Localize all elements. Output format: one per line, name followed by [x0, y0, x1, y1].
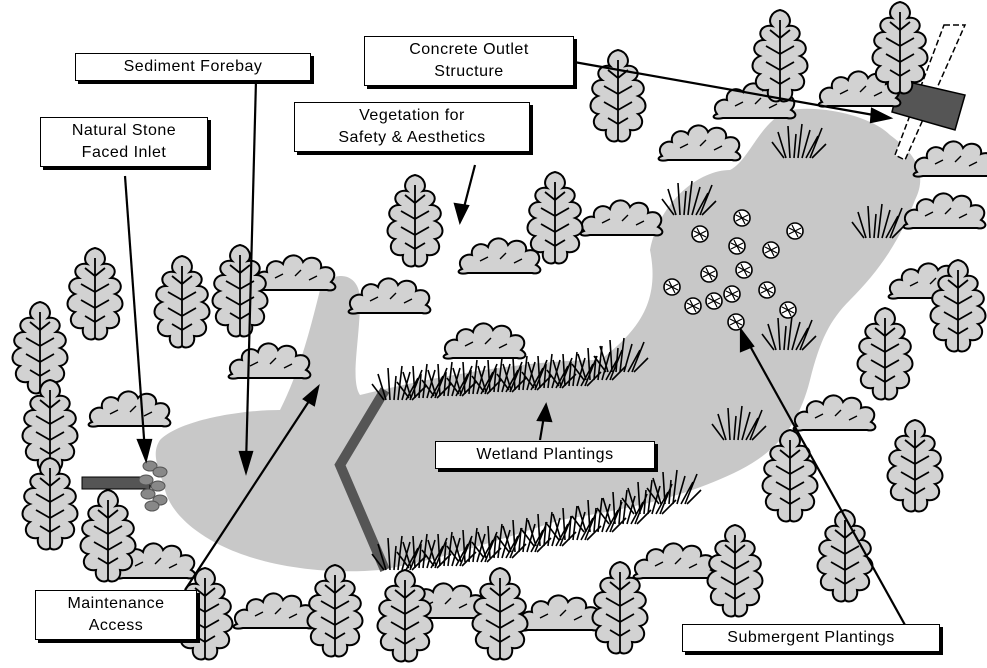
label-concrete-outlet: Concrete Outlet Structure — [364, 36, 574, 86]
label-sediment-forebay: Sediment Forebay — [75, 53, 311, 81]
stone-icon — [138, 460, 168, 512]
leader-arrows — [123, 60, 906, 626]
label-submergent-plantings: Submergent Plantings — [682, 624, 940, 652]
label-sediment-forebay-text: Sediment Forebay — [123, 58, 263, 75]
label-concrete-outlet-line1: Concrete Outlet — [409, 41, 529, 58]
label-vegetation-line2: Safety & Aesthetics — [338, 129, 486, 146]
label-vegetation: Vegetation for Safety & Aesthetics — [294, 102, 530, 152]
outlet-box-icon — [891, 24, 967, 162]
label-wetland-plantings: Wetland Plantings — [435, 441, 655, 469]
label-submergent-plantings-text: Submergent Plantings — [727, 629, 895, 646]
label-stone-inlet-line2: Faced Inlet — [81, 144, 167, 161]
label-vegetation-line1: Vegetation for — [359, 107, 465, 124]
label-maintenance-access: Maintenance Access — [35, 590, 197, 640]
forebay-berm — [334, 387, 390, 572]
label-stone-inlet: Natural Stone Faced Inlet — [40, 117, 208, 167]
label-maintenance-access-line2: Access — [88, 617, 144, 634]
label-wetland-plantings-text: Wetland Plantings — [476, 446, 614, 463]
label-concrete-outlet-line2: Structure — [434, 63, 504, 80]
label-stone-inlet-line1: Natural Stone — [71, 122, 177, 139]
label-maintenance-access-line1: Maintenance — [67, 595, 165, 612]
